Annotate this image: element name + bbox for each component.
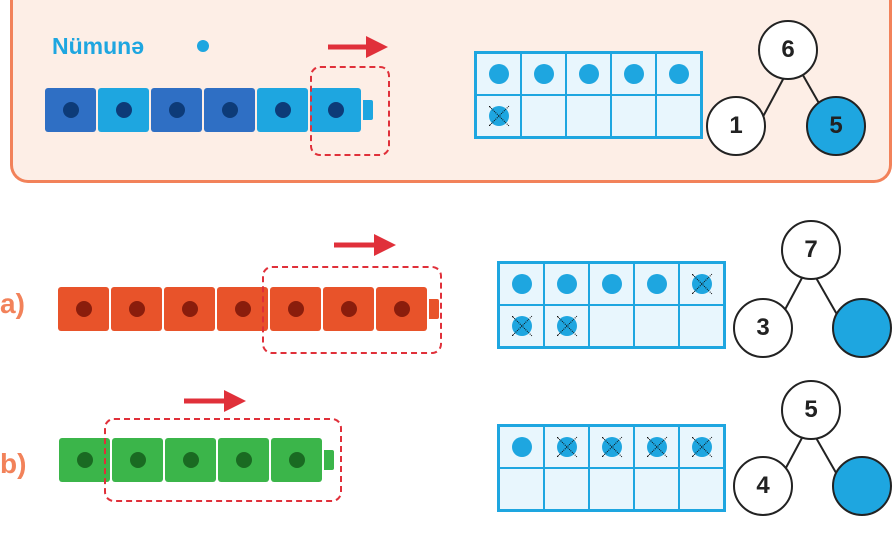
ten-frame-cell [679, 468, 724, 510]
crossed-counter-icon [691, 274, 712, 294]
counter-icon [488, 64, 509, 84]
ten-frame-cell [499, 468, 544, 510]
dashed-group-box [104, 418, 342, 502]
cube-connector-icon [363, 100, 373, 120]
counter-icon [668, 64, 689, 84]
linking-cube-icon [151, 88, 202, 132]
counter-icon [556, 274, 577, 294]
ten-frame-cell [499, 426, 544, 468]
crossed-counter-icon [488, 106, 509, 126]
crossed-counter-icon [511, 316, 532, 336]
title-bullet-icon [197, 40, 209, 52]
crossed-counter-icon [691, 437, 712, 457]
linking-cube-icon [270, 287, 321, 331]
ten-frame-cell [566, 53, 611, 95]
bond-part-circle-filled: 5 [806, 96, 866, 156]
linking-cube-icon [271, 438, 322, 482]
crossed-counter-icon [601, 437, 622, 457]
linking-cube-icon [58, 287, 109, 331]
cube-train-b [59, 438, 334, 482]
arrow-right-icon [334, 234, 396, 256]
ten-frame-cell [634, 305, 679, 347]
ten-frame-cell [656, 95, 701, 137]
ten-frame-cell [589, 468, 634, 510]
ten-frame-cell [656, 53, 701, 95]
ten-frame-cell [634, 263, 679, 305]
ten-frame-cell [634, 468, 679, 510]
ten-frame-cell [544, 263, 589, 305]
ten-frame-cell [679, 305, 724, 347]
bond-whole-circle: 6 [758, 20, 818, 80]
row-label-a: a) [0, 288, 25, 319]
bond-part-circle: 3 [733, 298, 793, 358]
ten-frame-example [474, 51, 703, 139]
counter-icon [511, 437, 532, 457]
ten-frame-cell [589, 426, 634, 468]
counter-icon [511, 274, 532, 294]
arrow-right-icon [328, 36, 388, 58]
bond-part-circle: 4 [733, 456, 793, 516]
linking-cube-icon [376, 287, 427, 331]
row-label-b: b) [0, 448, 27, 479]
bond-answer-circle[interactable] [832, 456, 892, 516]
dashed-group-box [310, 66, 390, 156]
crossed-counter-icon [556, 437, 577, 457]
ten-frame-b [497, 424, 726, 512]
ten-frame-cell [589, 263, 634, 305]
linking-cube-icon [98, 88, 149, 132]
linking-cube-icon [165, 438, 216, 482]
ten-frame-cell [634, 426, 679, 468]
linking-cube-icon [204, 88, 255, 132]
linking-cube-icon [164, 287, 215, 331]
cube-train-a [58, 287, 439, 331]
cube-train-example [45, 88, 373, 132]
linking-cube-icon [323, 287, 374, 331]
ten-frame-cell [544, 426, 589, 468]
ten-frame-cell [679, 426, 724, 468]
counter-icon [623, 64, 644, 84]
linking-cube-icon [59, 438, 110, 482]
linking-cube-icon [45, 88, 96, 132]
counter-icon [646, 274, 667, 294]
bond-part-circle: 1 [706, 96, 766, 156]
linking-cube-icon [257, 88, 308, 132]
bond-answer-circle[interactable] [832, 298, 892, 358]
counter-icon [533, 64, 554, 84]
linking-cube-icon [310, 88, 361, 132]
ten-frame-cell [499, 263, 544, 305]
counter-icon [601, 274, 622, 294]
linking-cube-icon [217, 287, 268, 331]
ten-frame-cell [566, 95, 611, 137]
ten-frame-cell [679, 263, 724, 305]
ten-frame-cell [611, 53, 656, 95]
ten-frame-cell [476, 95, 521, 137]
linking-cube-icon [218, 438, 269, 482]
crossed-counter-icon [556, 316, 577, 336]
bond-whole-circle: 5 [781, 380, 841, 440]
cube-connector-icon [429, 299, 439, 319]
ten-frame-cell [521, 95, 566, 137]
example-title: Nümunə [52, 33, 144, 59]
cube-connector-icon [324, 450, 334, 470]
ten-frame-cell [499, 305, 544, 347]
ten-frame-cell [521, 53, 566, 95]
linking-cube-icon [112, 438, 163, 482]
crossed-counter-icon [646, 437, 667, 457]
counter-icon [578, 64, 599, 84]
ten-frame-a [497, 261, 726, 349]
ten-frame-cell [544, 305, 589, 347]
ten-frame-cell [544, 468, 589, 510]
arrow-right-icon [184, 390, 246, 412]
ten-frame-cell [476, 53, 521, 95]
dashed-group-box [262, 266, 442, 354]
ten-frame-cell [589, 305, 634, 347]
bond-whole-circle: 7 [781, 220, 841, 280]
linking-cube-icon [111, 287, 162, 331]
ten-frame-cell [611, 95, 656, 137]
